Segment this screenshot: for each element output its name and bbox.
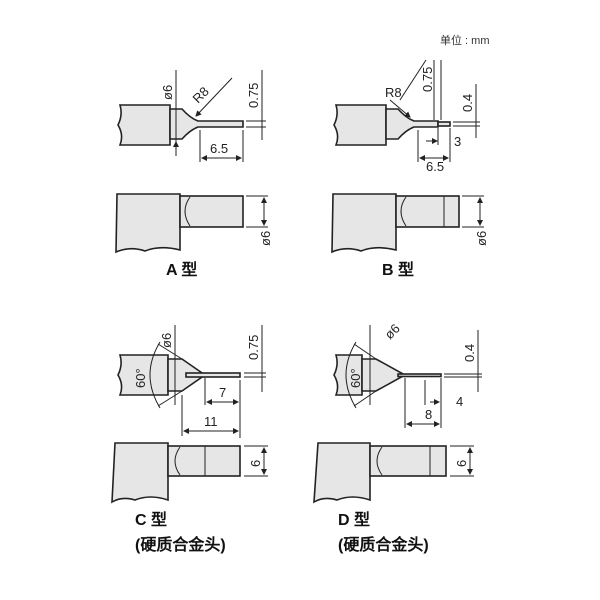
d-dia-label: ø6 xyxy=(382,321,403,342)
type-a-title: A 型 xyxy=(166,261,197,279)
type-a-drawing xyxy=(115,70,268,254)
a-length-label: 6.5 xyxy=(210,141,228,156)
b-tip2-label: 0.4 xyxy=(460,94,475,112)
a-stem-dia-label: ø6 xyxy=(258,231,273,246)
unit-label: 单位 : mm xyxy=(440,33,490,47)
b-radius-label: R8 xyxy=(385,85,402,100)
a-tip-label: 0.75 xyxy=(246,83,261,108)
c-angle-label: 60° xyxy=(133,368,148,388)
c-short-label: 7 xyxy=(219,385,226,400)
type-c-drawing xyxy=(111,325,268,504)
c-length-label: 11 xyxy=(204,414,218,429)
a-dia-label: ø6 xyxy=(160,85,175,100)
b-stem-dia-label: ø6 xyxy=(474,231,489,246)
type-d-title: D 型 xyxy=(338,511,370,529)
d-angle-label: 60° xyxy=(348,368,363,388)
type-d-subtitle: (硬质合金头) xyxy=(338,535,429,554)
type-b-drawing xyxy=(331,59,484,254)
b-tip-label: 0.75 xyxy=(420,67,435,92)
b-short-label: 3 xyxy=(454,134,461,149)
type-d-drawing xyxy=(313,325,482,504)
b-length-label: 6.5 xyxy=(426,159,444,174)
c-dia-label: ø6 xyxy=(159,333,174,348)
d-short-label: 8 xyxy=(425,407,432,422)
d-tip-label: 0.4 xyxy=(462,344,477,362)
type-b-title: B 型 xyxy=(382,261,414,279)
d-length-label: 4 xyxy=(456,394,463,409)
type-c-subtitle: (硬质合金头) xyxy=(135,535,226,554)
c-tip-label: 0.75 xyxy=(246,335,261,360)
c-stem-dia-label: 6 xyxy=(248,460,263,467)
type-c-title: C 型 xyxy=(135,511,167,529)
d-stem-dia-label: 6 xyxy=(454,460,469,467)
